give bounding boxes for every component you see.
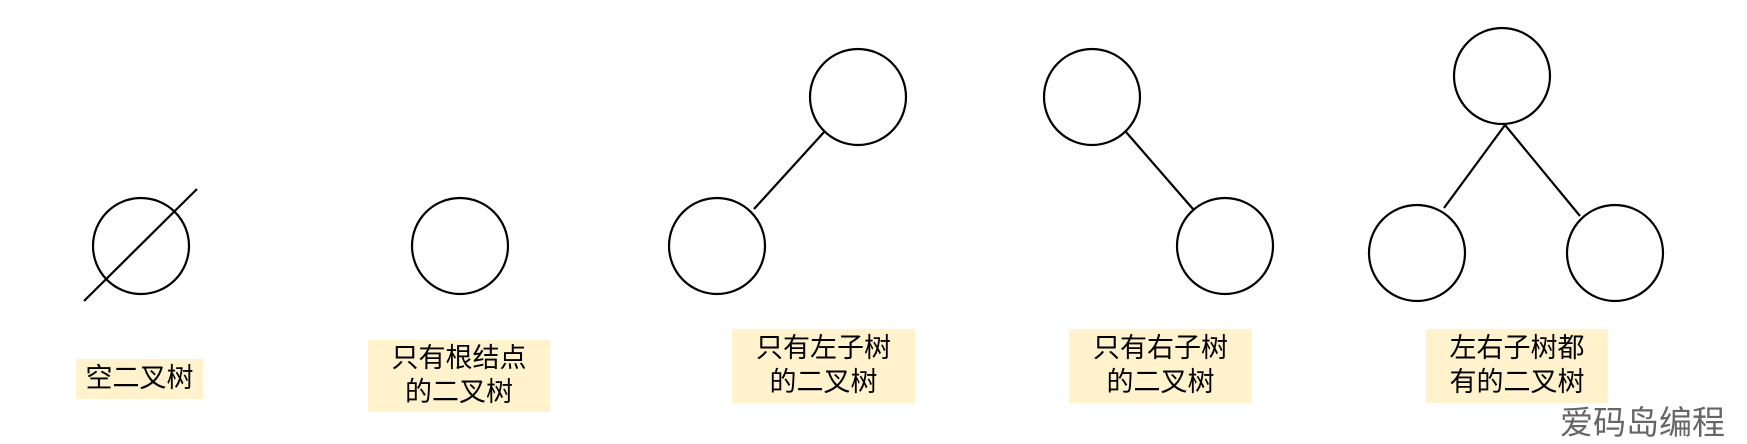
edge-left (1443, 124, 1506, 209)
binary-tree-shapes (83, 26, 1665, 303)
label-line: 有的二叉树 (1449, 367, 1585, 398)
empty-tree (83, 188, 198, 302)
label-left-only: 只有左子树 的二叉树 (732, 329, 915, 403)
label-right-only: 只有右子树 的二叉树 (1069, 329, 1252, 403)
root-only-tree (410, 196, 510, 296)
label-line: 只有右子树 (1093, 333, 1228, 364)
label-empty-tree: 空二叉树 (76, 359, 203, 399)
edge-right (1504, 124, 1581, 217)
root-node (1452, 26, 1552, 126)
label-full-tree: 左右子树都 有的二叉树 (1426, 329, 1608, 403)
label-text: 空二叉树 (85, 363, 194, 394)
right-child-node (1175, 196, 1275, 296)
edge (753, 130, 826, 210)
root-node (1042, 47, 1142, 147)
label-line: 的二叉树 (769, 367, 878, 398)
left-subtree-only (667, 47, 908, 296)
right-child-node (1565, 203, 1665, 303)
label-line: 左右子树都 (1449, 333, 1585, 364)
root-node (808, 47, 908, 147)
label-root-only: 只有根结点 的二叉树 (368, 340, 550, 412)
label-line: 的二叉树 (405, 377, 513, 408)
right-subtree-only (1042, 47, 1275, 296)
label-line: 只有根结点 (391, 343, 527, 374)
strike-line (83, 188, 198, 302)
left-child-node (1367, 203, 1467, 303)
watermark: 爱码岛编程 (1560, 403, 1725, 442)
label-line: 的二叉树 (1106, 367, 1215, 398)
left-child-node (667, 196, 767, 296)
label-line: 只有左子树 (756, 333, 891, 364)
full-tree (1367, 26, 1665, 303)
node (91, 196, 191, 296)
edge (1125, 131, 1194, 210)
root-node (410, 196, 510, 296)
